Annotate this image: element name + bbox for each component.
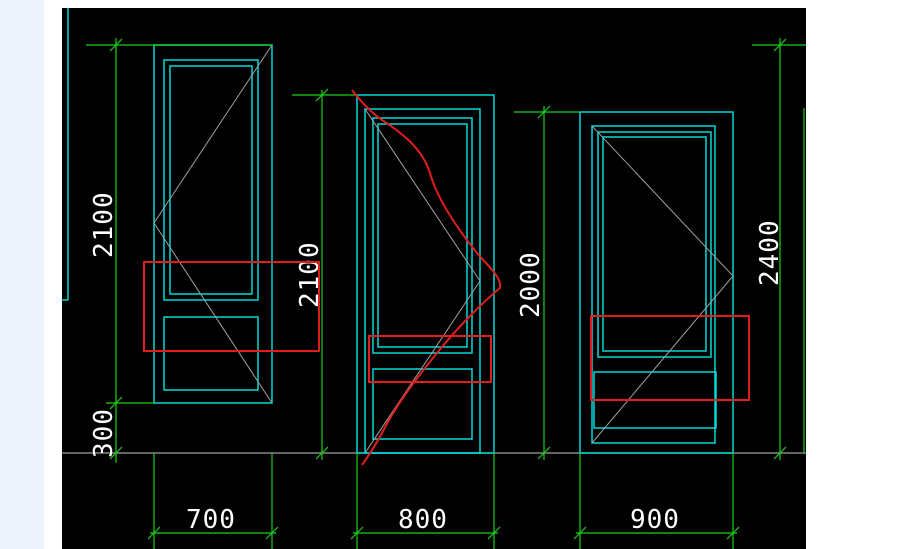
door-3-overall-height-label: 2400 <box>755 219 785 286</box>
left-margin-strip <box>0 0 44 549</box>
door-3-frame-inner <box>591 125 716 444</box>
markup-freehand-curve <box>351 89 502 466</box>
markup-box-door-2 <box>368 335 492 383</box>
door-2-frame-inner <box>364 108 481 454</box>
door-1-lower-panel <box>163 316 259 391</box>
door-1-upper-panel-outer <box>163 59 259 301</box>
door-2-height-label: 2100 <box>295 241 325 308</box>
door-3-dimensions <box>514 38 806 549</box>
door-elevation-drawing: 2100 300 700 2100 800 <box>62 8 806 549</box>
door-2 <box>356 94 495 454</box>
door-2-upper-panel-outer <box>372 117 473 354</box>
door-3 <box>579 111 734 454</box>
door-2-upper-panel-inner <box>377 123 468 348</box>
door-2-dimensions <box>292 88 501 549</box>
door-3-width-label: 900 <box>630 505 680 535</box>
door-1-upper-panel-inner <box>169 65 253 295</box>
door-1-swing-line <box>153 44 273 404</box>
door-3-upper-panel-outer <box>597 131 712 358</box>
red-markup <box>143 89 750 466</box>
door-1 <box>153 44 273 404</box>
cad-drawing-viewport[interactable]: 2100 300 700 2100 800 <box>62 8 806 549</box>
door-3-upper-panel-inner <box>602 136 707 352</box>
door-3-frame <box>579 111 734 454</box>
door-1-width-label: 700 <box>186 505 236 535</box>
door-3-height-label: 2000 <box>516 251 546 318</box>
door-2-lower-panel <box>372 368 473 440</box>
door-3-swing-line <box>591 125 734 444</box>
door-1-dimensions <box>86 38 279 549</box>
door-2-width-label: 800 <box>398 505 448 535</box>
door-2-swing-line <box>364 108 481 454</box>
door-1-frame <box>153 44 273 404</box>
door-1-height-label: 2100 <box>89 191 119 258</box>
door-1-sill-label: 300 <box>89 408 119 458</box>
markup-box-door-3 <box>590 315 750 401</box>
markup-box-door-1 <box>143 261 320 352</box>
